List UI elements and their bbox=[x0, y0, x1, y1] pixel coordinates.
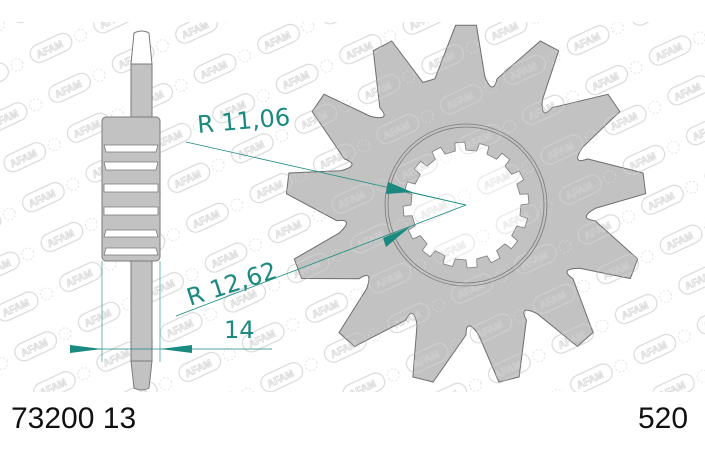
chain-pitch-label: 520 bbox=[638, 402, 689, 435]
hub-width-label: 14 bbox=[224, 316, 255, 344]
side-profile-view bbox=[101, 30, 161, 391]
dimension-arrow-icon bbox=[70, 345, 102, 353]
dimension-arrow-icon bbox=[160, 345, 192, 353]
dimension-arrow-icon bbox=[386, 182, 412, 194]
dimension-arrow-icon bbox=[383, 227, 410, 247]
sprocket-front-view bbox=[285, 24, 647, 383]
part-number-label: 73200 13 bbox=[11, 402, 137, 435]
